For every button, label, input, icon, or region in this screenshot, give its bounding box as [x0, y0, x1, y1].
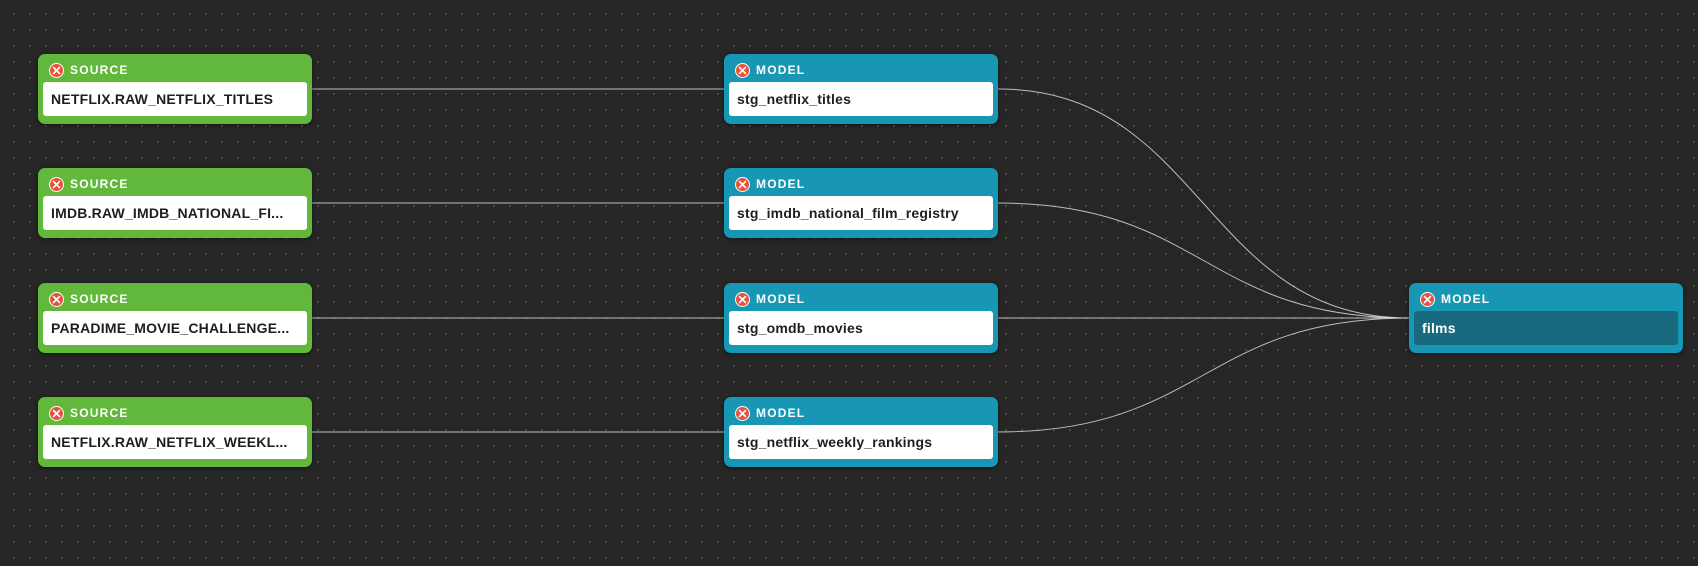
error-x-circle-icon — [735, 176, 750, 192]
node-header: MODEL — [729, 172, 993, 196]
node-name-text: NETFLIX.RAW_NETFLIX_WEEKL... — [51, 434, 288, 450]
node-name-text: NETFLIX.RAW_NETFLIX_TITLES — [51, 91, 274, 107]
source-node-netflix-titles[interactable]: SOURCE NETFLIX.RAW_NETFLIX_TITLES — [38, 54, 312, 124]
edge-staging-to-films-2 — [997, 202, 1410, 319]
edge-staging-to-films-1 — [997, 88, 1410, 319]
node-name: stg_imdb_national_film_registry — [729, 196, 993, 230]
error-x-circle-icon — [49, 405, 64, 421]
node-name-text: IMDB.RAW_IMDB_NATIONAL_FI... — [51, 205, 284, 221]
node-header: SOURCE — [43, 172, 307, 196]
node-header: MODEL — [729, 58, 993, 82]
source-node-netflix-weekly[interactable]: SOURCE NETFLIX.RAW_NETFLIX_WEEKL... — [38, 397, 312, 467]
node-name: films — [1414, 311, 1678, 345]
node-name-text: stg_omdb_movies — [737, 320, 863, 336]
node-header: SOURCE — [43, 287, 307, 311]
node-name-text: stg_imdb_national_film_registry — [737, 205, 959, 221]
model-node-stg-imdb-national-film-registry[interactable]: MODEL stg_imdb_national_film_registry — [724, 168, 998, 238]
node-name-text: stg_netflix_weekly_rankings — [737, 434, 933, 450]
model-node-films[interactable]: MODEL films — [1409, 283, 1683, 353]
node-type-label: SOURCE — [70, 292, 129, 306]
node-name-text: films — [1422, 320, 1456, 336]
source-node-imdb-national-film[interactable]: SOURCE IMDB.RAW_IMDB_NATIONAL_FI... — [38, 168, 312, 238]
node-header: MODEL — [729, 401, 993, 425]
node-header: SOURCE — [43, 401, 307, 425]
error-x-circle-icon — [735, 405, 750, 421]
node-type-label: SOURCE — [70, 177, 129, 191]
node-type-label: MODEL — [756, 406, 806, 420]
node-type-label: MODEL — [756, 63, 806, 77]
node-header: MODEL — [1414, 287, 1678, 311]
node-type-label: MODEL — [1441, 292, 1491, 306]
node-name-text: PARADIME_MOVIE_CHALLENGE... — [51, 320, 290, 336]
model-node-stg-omdb-movies[interactable]: MODEL stg_omdb_movies — [724, 283, 998, 353]
node-name: IMDB.RAW_IMDB_NATIONAL_FI... — [43, 196, 307, 230]
error-x-circle-icon — [735, 62, 750, 78]
node-type-label: SOURCE — [70, 406, 129, 420]
model-node-stg-netflix-titles[interactable]: MODEL stg_netflix_titles — [724, 54, 998, 124]
node-header: MODEL — [729, 287, 993, 311]
node-name: stg_netflix_titles — [729, 82, 993, 116]
node-name: NETFLIX.RAW_NETFLIX_WEEKL... — [43, 425, 307, 459]
edge-staging-to-films-4 — [997, 317, 1410, 433]
node-name: stg_netflix_weekly_rankings — [729, 425, 993, 459]
node-name-text: stg_netflix_titles — [737, 91, 852, 107]
error-x-circle-icon — [735, 291, 750, 307]
error-x-circle-icon — [49, 62, 64, 78]
node-type-label: MODEL — [756, 177, 806, 191]
node-name: PARADIME_MOVIE_CHALLENGE... — [43, 311, 307, 345]
node-name: stg_omdb_movies — [729, 311, 993, 345]
node-name: NETFLIX.RAW_NETFLIX_TITLES — [43, 82, 307, 116]
node-header: SOURCE — [43, 58, 307, 82]
node-type-label: SOURCE — [70, 63, 129, 77]
source-node-paradime-movie-challenge[interactable]: SOURCE PARADIME_MOVIE_CHALLENGE... — [38, 283, 312, 353]
model-node-stg-netflix-weekly-rankings[interactable]: MODEL stg_netflix_weekly_rankings — [724, 397, 998, 467]
error-x-circle-icon — [1420, 291, 1435, 307]
error-x-circle-icon — [49, 176, 64, 192]
node-type-label: MODEL — [756, 292, 806, 306]
error-x-circle-icon — [49, 291, 64, 307]
